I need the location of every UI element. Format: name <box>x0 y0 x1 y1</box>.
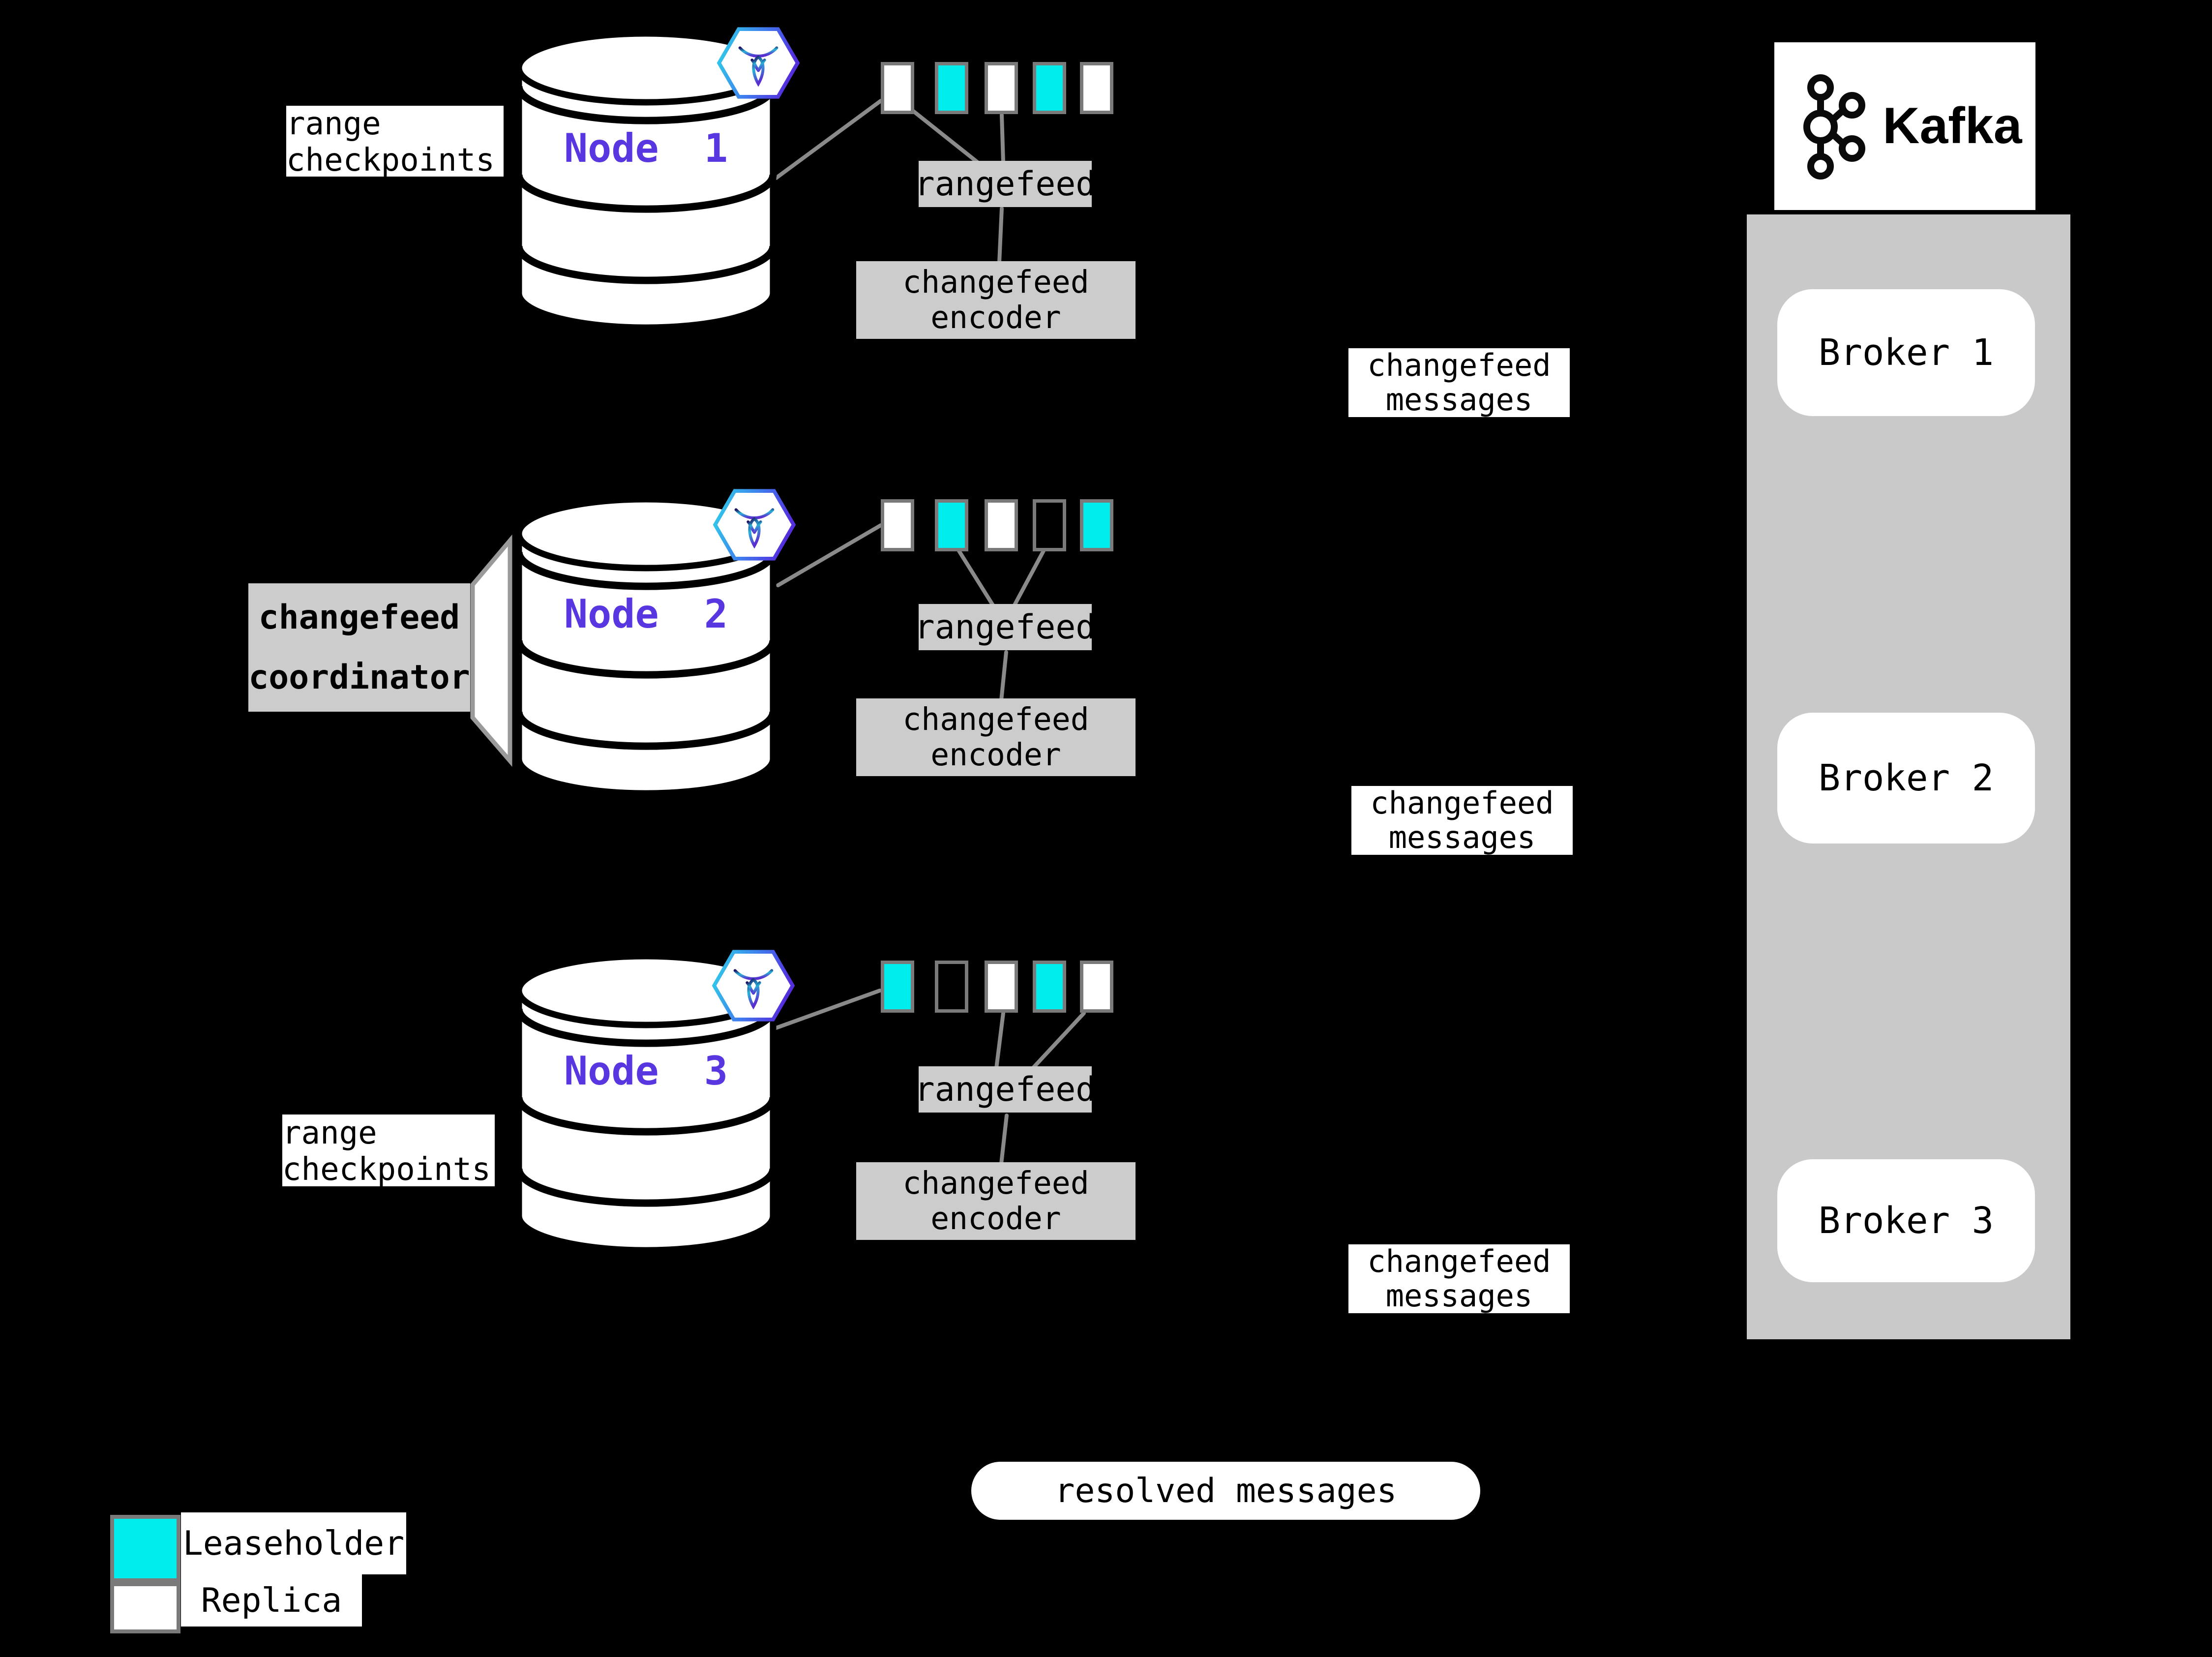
changefeed-encoder-box: changefeed encoder <box>856 261 1136 339</box>
node-name: Node 3 <box>564 1048 728 1094</box>
label-line: changefeed <box>1367 347 1551 383</box>
legend-leaseholder-label: Leaseholder <box>181 1512 406 1574</box>
label-line: checkpoints <box>286 142 495 177</box>
connector-line <box>1000 113 1005 164</box>
rangefeed-label: rangefeed <box>914 164 1096 204</box>
node-name: Node 1 <box>564 125 728 171</box>
changefeed-coordinator-box: changefeed coordinator <box>248 583 470 712</box>
kafka-header-box <box>1774 42 2035 210</box>
label-line: checkpoints <box>282 1151 491 1186</box>
range-square <box>881 62 914 114</box>
broker-label: Broker 2 <box>1818 757 1994 799</box>
resolved-messages-label: resolved messages <box>971 1462 1480 1520</box>
connector-line <box>1031 1011 1086 1070</box>
changefeed-encoder-box: changefeed encoder <box>856 698 1136 776</box>
legend-replica-swatch <box>110 1582 180 1633</box>
cockroachdb-icon <box>717 27 800 99</box>
range-checkpoints-label: range checkpoints <box>282 1115 495 1186</box>
broker-3: Broker 3 <box>1777 1159 2035 1282</box>
kafka-logo-icon <box>1803 74 1865 180</box>
range-square <box>935 961 968 1013</box>
broker-1: Broker 1 <box>1777 289 2035 416</box>
database-cylinder <box>515 30 777 331</box>
range-square <box>881 499 914 551</box>
changefeed-encoder-box: changefeed encoder <box>856 1162 1136 1240</box>
database-cylinder <box>515 953 777 1254</box>
kafka-title-text: Kafka <box>1883 97 2022 154</box>
rangefeed-label: rangefeed <box>914 1070 1096 1109</box>
label-line: encoder <box>930 300 1061 335</box>
connector-line <box>997 207 1004 265</box>
legend-leaseholder-swatch <box>110 1515 180 1582</box>
range-square <box>1080 961 1113 1013</box>
legend-replica-label: Replica <box>181 1574 362 1627</box>
connector-line <box>999 650 1008 702</box>
cockroachdb-icon <box>713 489 796 561</box>
legend-label-text: Leaseholder <box>182 1524 405 1563</box>
broker-label: Broker 3 <box>1818 1200 1994 1242</box>
label-line: messages <box>1388 819 1536 855</box>
range-square <box>1033 499 1066 551</box>
connector-line <box>911 109 980 164</box>
connector-line <box>999 1114 1009 1166</box>
range-square <box>1080 62 1113 114</box>
connector-line <box>1012 549 1046 608</box>
range-square <box>935 62 968 114</box>
range-square <box>985 499 1018 551</box>
changefeed-messages-label: changefeed messages <box>1348 348 1570 417</box>
range-square <box>985 961 1018 1013</box>
connector-line <box>994 1011 1005 1070</box>
changefeed-messages-label: changefeed messages <box>1348 1244 1570 1313</box>
rangefeed-box: rangefeed <box>915 1066 1096 1113</box>
node-name: Node 2 <box>564 591 728 637</box>
connector-line <box>774 99 883 180</box>
kafka-title: Kafka <box>1869 42 2036 210</box>
rangefeed-box: rangefeed <box>915 604 1096 650</box>
label-line: changefeed <box>258 598 460 637</box>
label-line: messages <box>1385 1278 1533 1314</box>
broker-label: Broker 1 <box>1818 331 1994 374</box>
database-cylinder <box>515 496 777 797</box>
legend-label-text: Replica <box>201 1581 342 1620</box>
range-square <box>1033 62 1066 114</box>
label-line: changefeed <box>902 1165 1089 1201</box>
resolved-messages-text: resolved messages <box>1054 1471 1397 1510</box>
rangefeed-label: rangefeed <box>914 607 1096 647</box>
range-square <box>985 62 1018 114</box>
connector-line <box>774 989 882 1030</box>
connector-line <box>957 549 995 608</box>
range-square <box>1080 499 1113 551</box>
cockroachdb-icon <box>712 950 795 1022</box>
label-line: changefeed <box>902 701 1089 737</box>
coordinator-pointer-ribbon <box>470 534 512 767</box>
label-line: range <box>286 106 381 142</box>
label-line: coordinator <box>248 658 470 697</box>
rangefeed-box: rangefeed <box>915 161 1096 207</box>
range-square <box>935 499 968 551</box>
connector-line <box>776 523 883 587</box>
label-line: messages <box>1385 382 1533 418</box>
label-line: changefeed <box>1367 1243 1551 1279</box>
label-line: encoder <box>930 737 1061 773</box>
label-line: changefeed <box>1370 785 1554 821</box>
label-line: range <box>282 1115 377 1151</box>
range-square <box>881 961 914 1013</box>
range-checkpoints-label: range checkpoints <box>286 106 504 177</box>
broker-2: Broker 2 <box>1777 713 2035 844</box>
range-square <box>1033 961 1066 1013</box>
label-line: encoder <box>930 1201 1061 1236</box>
changefeed-messages-label: changefeed messages <box>1351 786 1573 855</box>
label-line: changefeed <box>902 264 1089 300</box>
